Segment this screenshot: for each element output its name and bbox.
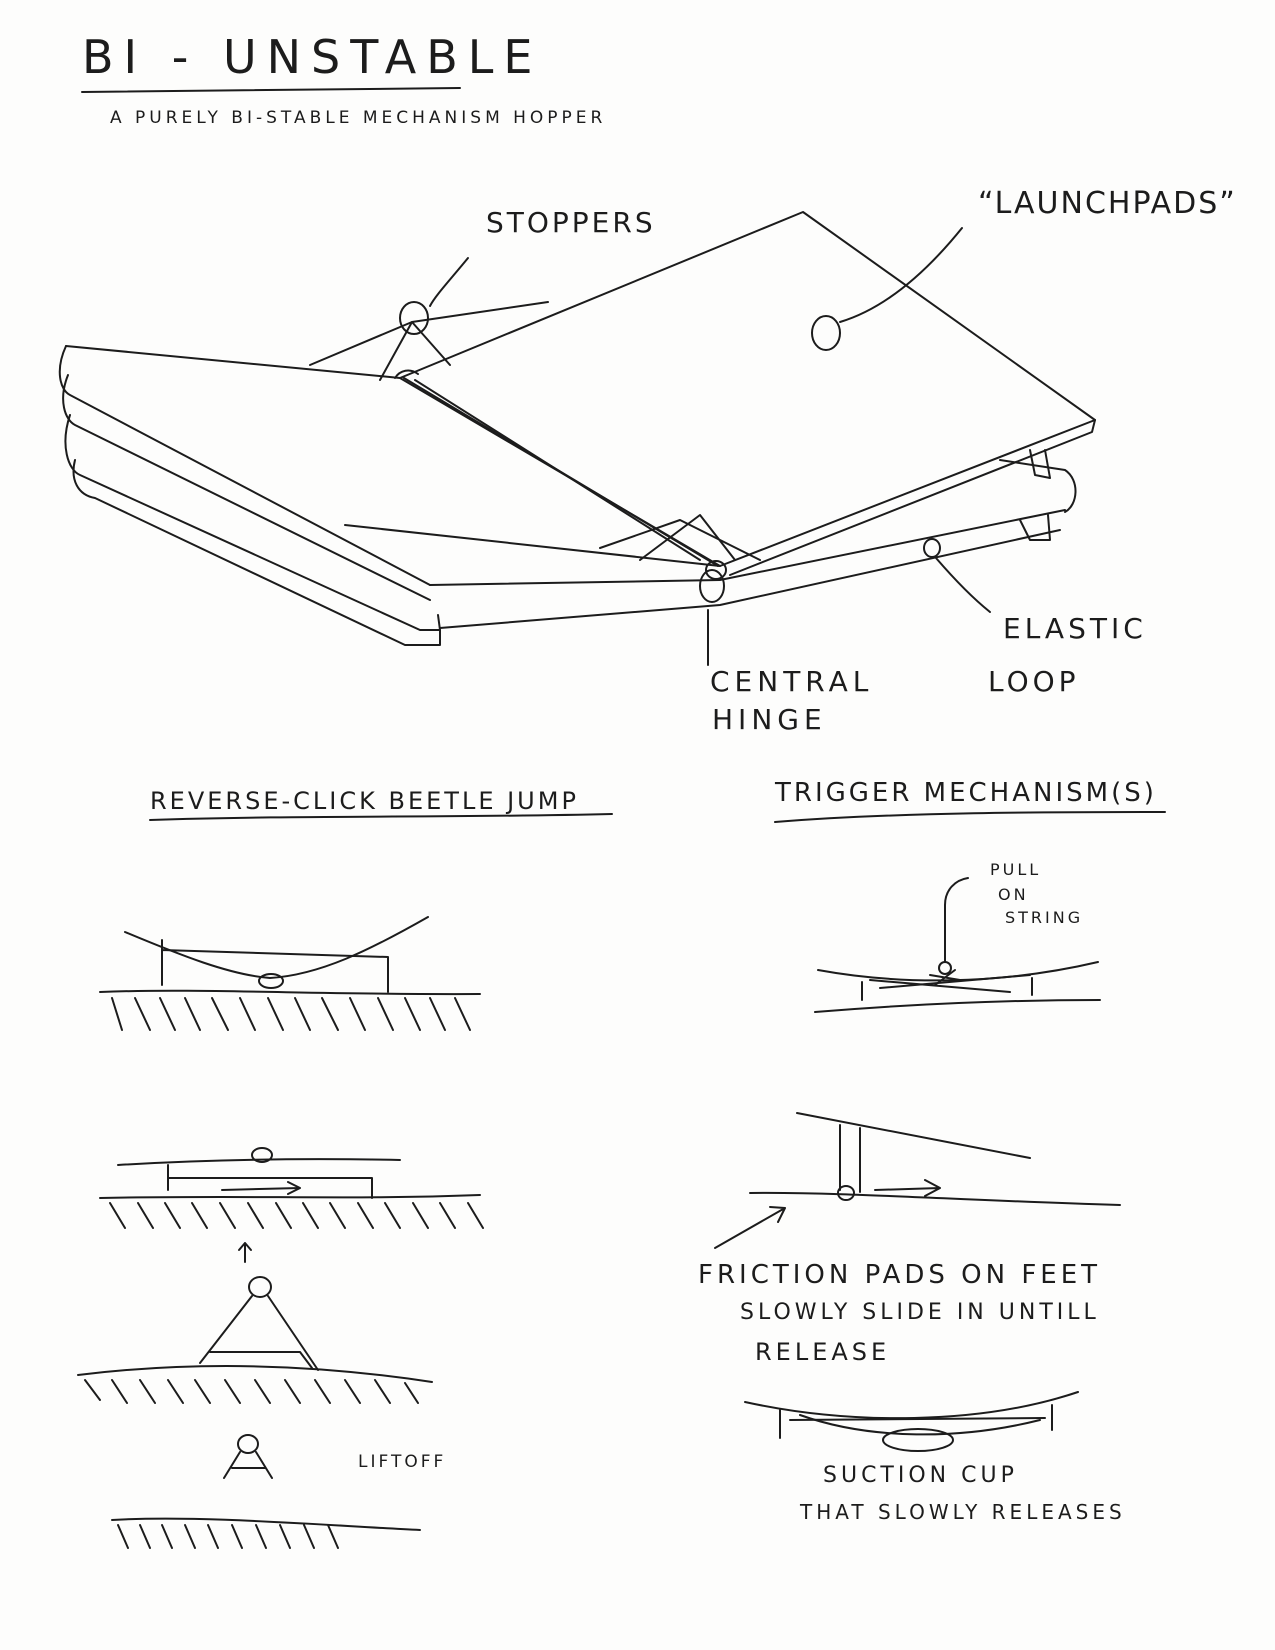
title-underline xyxy=(81,87,461,93)
trigger-friction-pads xyxy=(714,1112,1121,1249)
label-friction-2: slowly slide in untill xyxy=(740,1300,1100,1325)
launchpad-leader xyxy=(839,227,963,323)
left-roller-body xyxy=(58,345,431,586)
label-string: string xyxy=(1005,908,1084,927)
heading-trigger: Trigger Mechanism(s) xyxy=(775,778,1157,808)
central-hinge-loop xyxy=(699,569,725,603)
beetle-frame-1 xyxy=(99,916,481,1031)
page-subtitle: A purely bi-stable mechanism hopper xyxy=(110,108,607,128)
label-friction-1: Friction pads on feet xyxy=(698,1260,1102,1290)
left-launchpad-plate xyxy=(65,345,721,567)
label-suction-1: Suction cup xyxy=(823,1463,1018,1488)
right-roller-body xyxy=(999,459,1077,513)
launchpad-blob xyxy=(811,315,841,351)
label-liftoff: Liftoff xyxy=(358,1452,447,1472)
label-hinge: Hinge xyxy=(712,703,827,736)
stopper-knob xyxy=(399,301,429,335)
stoppers-leader xyxy=(429,257,469,307)
label-launchpads: “Launchpads” xyxy=(978,186,1237,221)
beetle-frame-4 xyxy=(111,1434,421,1549)
beetle-frame-3 xyxy=(77,1276,433,1404)
label-stoppers: Stoppers xyxy=(486,206,656,239)
beetle-frame-2 xyxy=(99,1147,484,1263)
trigger-suction-cup xyxy=(744,1391,1079,1452)
right-launchpad-plate xyxy=(399,211,1096,567)
heading-reverse-click: Reverse-Click Beetle Jump xyxy=(150,787,579,815)
trigger-pull-string xyxy=(814,877,1101,1013)
label-on: on xyxy=(998,885,1029,904)
label-central: Central xyxy=(710,665,874,698)
elastic-loop xyxy=(923,538,941,558)
page-title: Bi - Unstable xyxy=(82,30,543,84)
label-friction-3: release xyxy=(755,1338,891,1366)
label-elastic: Elastic xyxy=(1003,612,1147,645)
suction-cup-icon xyxy=(882,1428,954,1452)
label-pull: Pull xyxy=(990,860,1042,879)
label-suction-2: that slowly releases xyxy=(800,1500,1126,1524)
hopper-3d-sketch xyxy=(58,211,1096,666)
label-loop: Loop xyxy=(988,665,1080,698)
stopper-arm xyxy=(309,301,549,366)
elastic-leader xyxy=(935,557,991,613)
